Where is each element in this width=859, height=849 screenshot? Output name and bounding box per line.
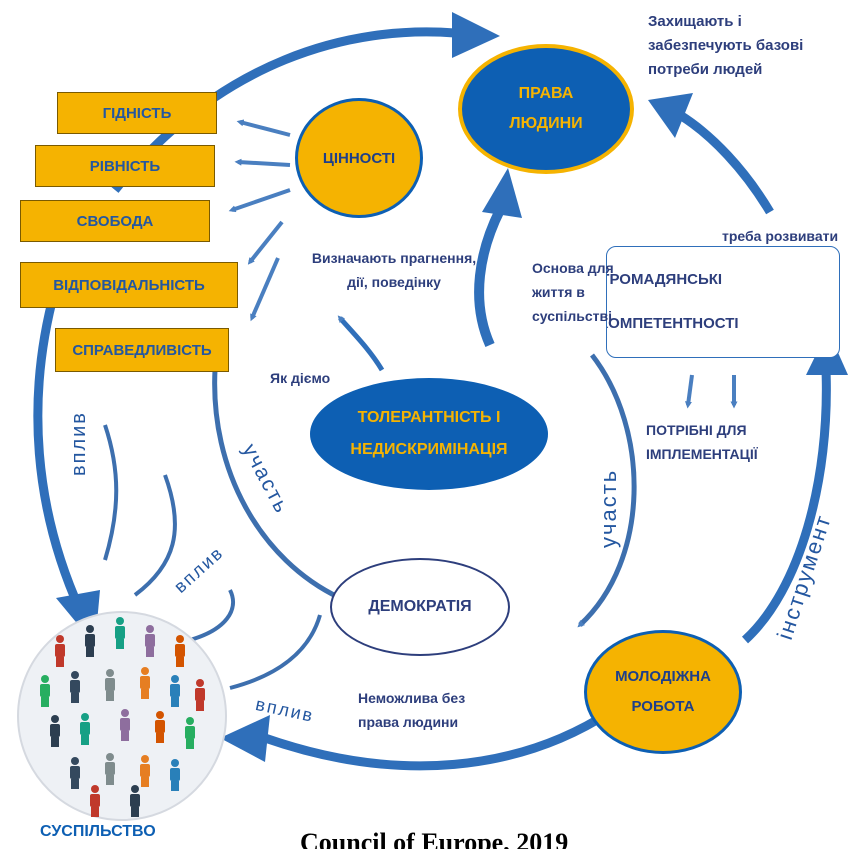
arrow-participation-right	[577, 353, 637, 628]
influence-arc-3	[189, 589, 236, 642]
label-protect-line-3: потреби людей	[648, 61, 763, 78]
label-impossible-line-2: права людини	[358, 714, 459, 730]
label-society: СУСПІЛЬСТВО	[40, 823, 156, 840]
source-caption: Council of Europe, 2019	[300, 828, 569, 849]
node-human-rights: ПРАВА ЛЮДИНИ	[458, 44, 634, 174]
node-democracy: ДЕМОКРАТІЯ	[330, 558, 510, 656]
person-figure	[70, 671, 80, 703]
value-arrow-4	[247, 220, 284, 265]
value-arrow-1	[236, 119, 291, 137]
node-civic-competences: ГРОМАДЯНСЬКІ КОМПЕТЕНТНОСТІ	[606, 246, 840, 358]
person-figure	[105, 753, 115, 785]
label-needed-impl-line-2: ІМПЛЕМЕНТАЦІЇ	[646, 446, 758, 462]
person-figure	[50, 715, 60, 747]
arrowhead-basis	[482, 168, 522, 218]
person-figure	[40, 675, 50, 707]
node-tolerance-line-1: ТОЛЕРАНТНІСТЬ І	[357, 409, 501, 426]
person-figure	[120, 709, 130, 741]
cycle-arrowhead-bottom	[220, 715, 270, 762]
label-protect-line-1: Захищають і	[648, 13, 742, 30]
person-figure	[85, 625, 95, 657]
node-values: ЦІННОСТІ	[295, 98, 423, 218]
person-figure	[140, 755, 150, 787]
influence-arc-1	[103, 424, 119, 561]
node-tolerance: ТОЛЕРАНТНІСТЬ І НЕДИСКРИМІНАЦІЯ	[310, 378, 548, 490]
node-human-rights-line-1: ПРАВА	[518, 85, 574, 102]
node-youth-work-line-2: РОБОТА	[631, 698, 695, 715]
arrow-basis	[474, 207, 505, 348]
person-figure	[115, 617, 125, 649]
arrow-how-act	[337, 315, 385, 372]
person-figure	[140, 667, 150, 699]
label-impossible-line-1: Неможлива без	[358, 690, 466, 706]
arrow-participation-left	[212, 369, 344, 601]
node-youth-work: МОЛОДІЖНА РОБОТА	[584, 630, 742, 754]
cycle-arc-bottom	[263, 708, 613, 771]
person-figure	[170, 675, 180, 707]
node-youth-work-line-1: МОЛОДІЖНА	[615, 668, 711, 685]
cycle-arc-left	[33, 288, 85, 612]
label-basis-line-3: суспільстві	[532, 308, 612, 324]
cycle-arc-top	[111, 27, 456, 193]
value-arrow-3	[228, 188, 291, 213]
person-figure	[90, 785, 100, 817]
value-arrow-5	[250, 257, 280, 322]
label-define: Визначають прагнення, дії, поведінку	[294, 246, 494, 294]
people-icon	[40, 617, 205, 817]
label-influence-1: вплив	[68, 411, 90, 476]
node-tolerance-line-2: НЕДИСКРИМІНАЦІЯ	[350, 441, 508, 458]
cycle-arc-instrument	[741, 369, 831, 644]
person-figure	[195, 679, 205, 711]
person-figure	[170, 759, 180, 791]
label-define-line-1: Визначають прагнення,	[311, 250, 477, 266]
value-box-justice: СПРАВЕДЛИВІСТЬ	[55, 328, 229, 372]
person-figure	[155, 711, 165, 743]
person-figure	[55, 635, 65, 667]
label-needed-impl: ПОТРІБНІ ДЛЯ ІМПЛЕМЕНТАЦІЇ	[646, 418, 758, 466]
label-need-develop: треба розвивати	[722, 228, 839, 244]
civic-down-arrow-1	[684, 374, 694, 409]
value-box-equality: РІВНІСТЬ	[35, 145, 215, 187]
label-impossible: Неможлива без права людини	[358, 686, 465, 734]
cycle-arrowhead-right	[648, 93, 693, 138]
person-figure	[185, 717, 195, 749]
node-civic-line-2: КОМПЕТЕНТНОСТІ	[606, 315, 739, 332]
cycle-arc-right	[677, 111, 774, 215]
cycle-arrowhead-top	[452, 12, 500, 58]
influence-arc-2	[133, 474, 177, 597]
person-figure	[130, 785, 140, 817]
person-figure	[105, 669, 115, 701]
label-participation-right: участь	[596, 468, 621, 548]
node-civic-line-1: ГРОМАДЯНСЬКІ	[606, 271, 723, 288]
value-box-dignity: ГІДНІСТЬ	[57, 92, 217, 134]
influence-arc-4	[229, 614, 322, 690]
label-basis-line-1: Основа для	[532, 260, 614, 276]
label-basis-line-2: життя в	[532, 284, 585, 300]
label-basis: Основа для життя в суспільстві	[532, 256, 614, 328]
value-arrow-2	[234, 158, 291, 167]
person-figure	[175, 635, 185, 667]
label-protect-line-2: забезпечують базові	[648, 37, 804, 54]
label-define-line-2: дії, поведінку	[347, 274, 441, 290]
person-figure	[80, 713, 90, 745]
node-values-label: ЦІННОСТІ	[322, 149, 396, 167]
node-democracy-label: ДЕМОКРАТІЯ	[368, 598, 472, 615]
node-human-rights-line-2: ЛЮДИНИ	[509, 115, 583, 132]
value-box-freedom: СВОБОДА	[20, 200, 210, 242]
label-protect: Захищають і забезпечують базові потреби …	[648, 10, 858, 82]
label-needed-impl-line-1: ПОТРІБНІ ДЛЯ	[646, 422, 747, 438]
person-figure	[70, 757, 80, 789]
person-figure	[145, 625, 155, 657]
label-how-act: Як діємо	[270, 370, 331, 386]
value-box-responsibility: ВІДПОВІДАЛЬНІСТЬ	[20, 262, 238, 308]
